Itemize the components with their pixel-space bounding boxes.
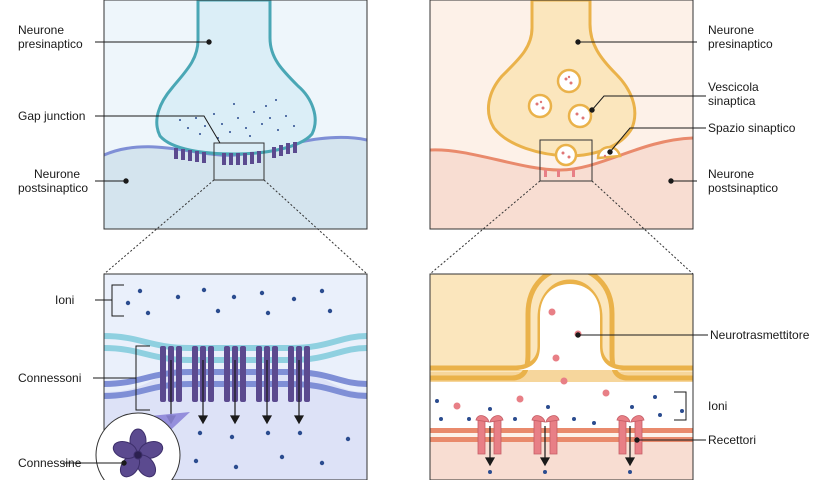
chemical-synapse-overview — [430, 0, 693, 229]
chem-receptors-mini — [544, 170, 575, 177]
vesicle-contents — [535, 75, 611, 159]
electrical-synapse-overview — [104, 0, 367, 229]
synaptic-vesicles — [527, 68, 622, 167]
label-ions-left: Ioni — [55, 293, 74, 307]
label-connexons: Connessoni — [18, 371, 81, 385]
label-postsynaptic-right-1: Neurone — [708, 167, 754, 181]
gap-junction-dots — [179, 99, 295, 139]
label-gap-junction: Gap junction — [18, 109, 85, 123]
label-presynaptic-right-1: Neurone — [708, 23, 754, 37]
label-vesicle-2: sinaptica — [708, 94, 756, 108]
label-ions-right: Ioni — [708, 399, 727, 413]
ion-dots-bottom-left — [125, 287, 351, 470]
label-receptors: Recettori — [708, 433, 756, 447]
ion-flow-arrows — [165, 360, 305, 425]
label-presynaptic-right-2: presinaptico — [708, 37, 773, 51]
brackets — [95, 284, 687, 421]
receptor-arrows — [484, 426, 636, 467]
label-presynaptic-left-1: Neurone — [18, 23, 64, 37]
label-postsynaptic-left-1: Neurone — [34, 167, 80, 181]
leader-lines — [63, 39, 708, 466]
zoom-connectors — [103, 179, 694, 275]
receptor-channels — [475, 415, 645, 455]
label-synaptic-space: Spazio sinaptico — [708, 121, 796, 135]
zoom-box-electrical — [213, 142, 265, 181]
label-vesicle-1: Vescicola — [708, 80, 759, 94]
label-neurotransmitter: Neurotrasmettitore — [710, 328, 810, 342]
gap-junction-channels — [174, 142, 297, 165]
label-connexins: Connessine — [18, 456, 82, 470]
label-postsynaptic-right-2: postsinaptico — [708, 181, 778, 195]
zoom-box-chemical — [539, 139, 593, 182]
chemical-synapse-detail — [430, 274, 693, 480]
label-presynaptic-left-2: presinaptico — [18, 37, 83, 51]
ion-dots-bottom-right — [435, 395, 684, 474]
label-postsynaptic-left-2: postsinaptico — [18, 181, 88, 195]
connexon-channels — [160, 346, 310, 402]
neurotransmitter-dots — [453, 308, 610, 410]
